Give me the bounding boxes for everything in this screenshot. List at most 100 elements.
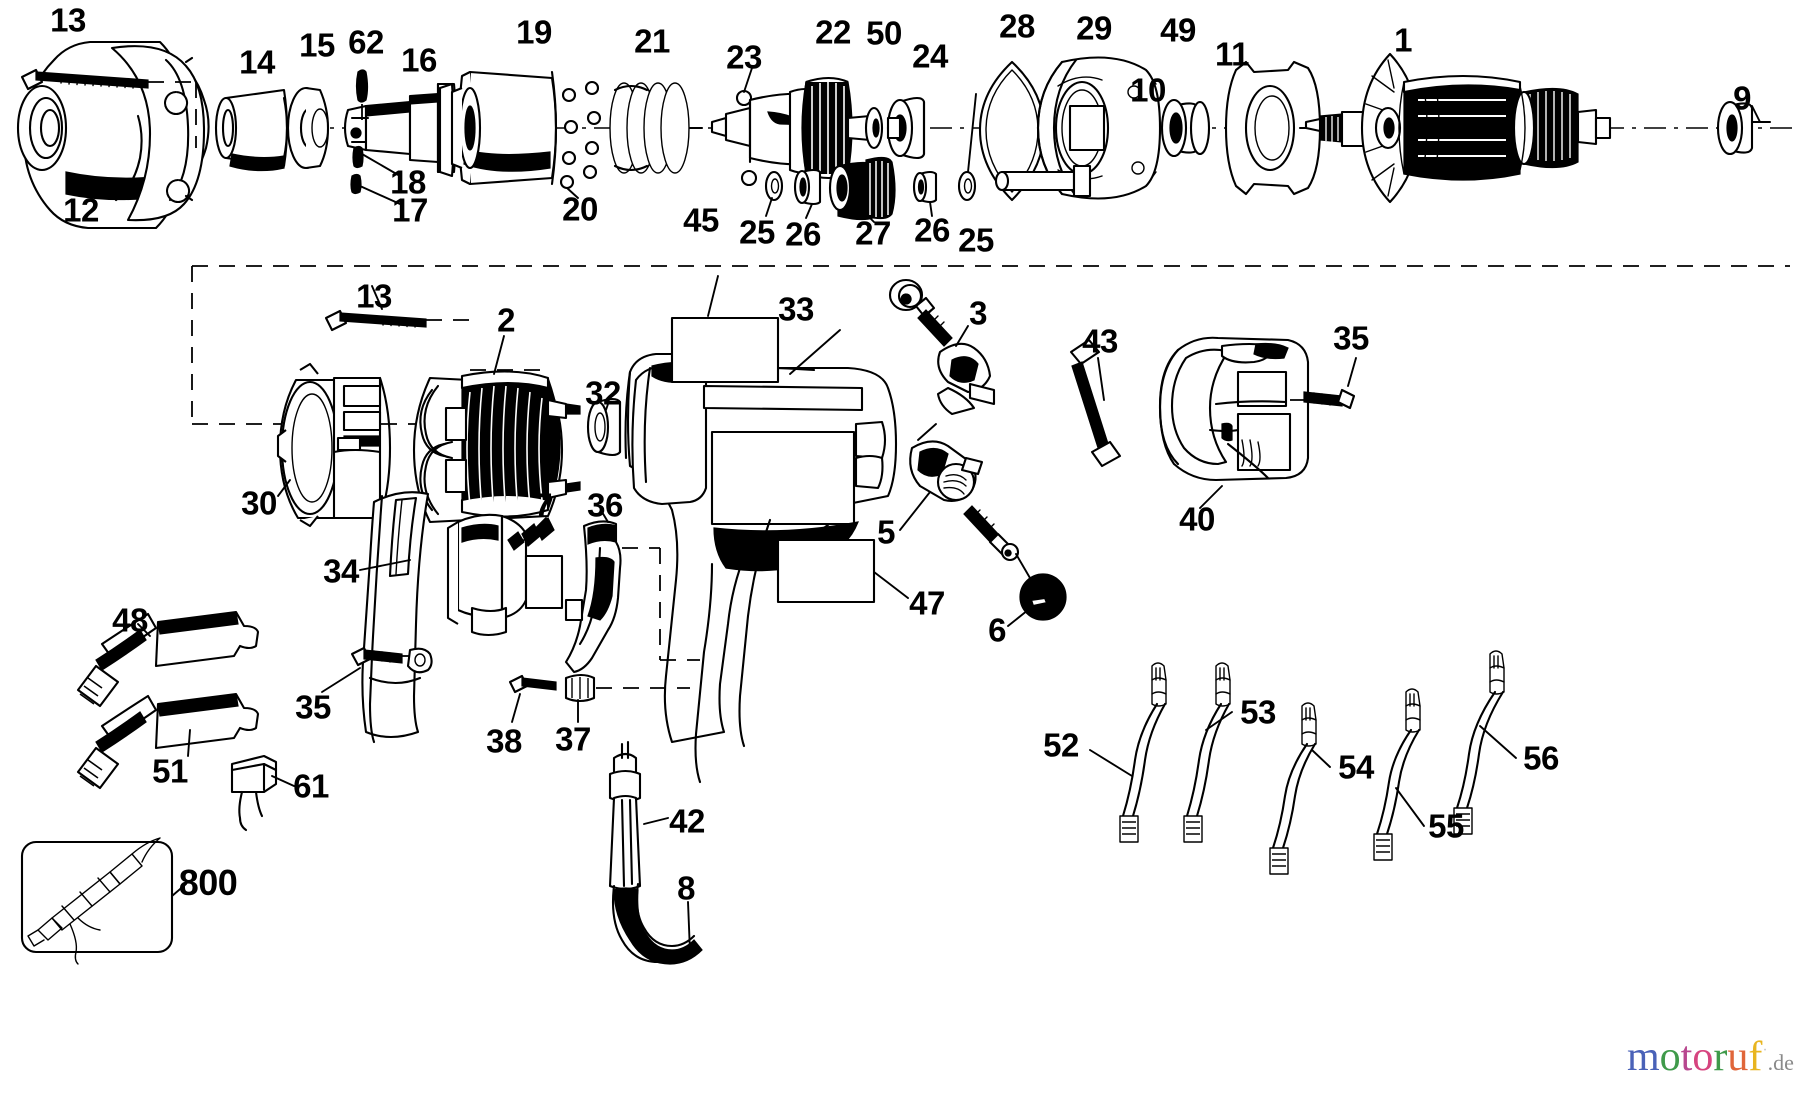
callout-29: 29 <box>1076 9 1112 47</box>
part-48-brush-lead <box>76 610 260 708</box>
part-1-armature <box>1298 52 1612 204</box>
watermark-letter: f <box>1748 1034 1763 1080</box>
watermark-dot-accent: · <box>1762 1042 1768 1059</box>
part-33-main-housing <box>624 329 898 784</box>
watermark-letter: u <box>1727 1034 1749 1080</box>
part-14-sleeve <box>214 88 289 172</box>
callout-32: 32 <box>585 374 621 412</box>
part-42-cord <box>608 740 703 965</box>
callout-13b: 13 <box>356 277 392 315</box>
callout-48: 48 <box>112 601 148 639</box>
callout-17: 17 <box>392 191 428 229</box>
callout-6: 6 <box>988 611 1006 649</box>
callout-35a: 35 <box>295 688 331 726</box>
part-2-field-stator <box>412 335 581 524</box>
part-12-gear-case <box>16 40 210 230</box>
part-25-washer-a <box>764 170 784 217</box>
callout-22: 22 <box>815 13 851 51</box>
callout-5: 5 <box>877 513 895 551</box>
callout-18: 18 <box>390 163 426 201</box>
part-26-bushing-a <box>793 168 822 219</box>
part-24-bearing <box>886 96 926 160</box>
callout-42: 42 <box>669 802 705 840</box>
part-54-lead <box>1269 702 1331 875</box>
part-53-lead <box>1183 662 1233 843</box>
callout-2: 2 <box>497 301 515 339</box>
callout-15: 15 <box>299 26 335 64</box>
part-15-washer <box>286 86 330 170</box>
callout-26a: 26 <box>785 215 821 253</box>
callout-11: 11 <box>1215 35 1249 73</box>
watermark-letter: o <box>1659 1034 1681 1080</box>
callout-45: 45 <box>683 201 719 239</box>
part-45-nameplate <box>670 275 780 384</box>
callout-21: 21 <box>634 22 670 60</box>
watermark-letter: t <box>1680 1034 1693 1080</box>
callout-3: 3 <box>969 294 987 332</box>
callout-36: 36 <box>587 486 623 524</box>
callout-35c: 35 <box>1333 319 1369 357</box>
part-35a-screw <box>321 646 410 693</box>
callout-47: 47 <box>909 584 945 622</box>
callout-34: 34 <box>323 552 359 590</box>
callout-54: 54 <box>1338 748 1374 786</box>
callout-61: 61 <box>293 767 329 805</box>
part-11-baffle <box>1224 60 1322 196</box>
callout-25b: 25 <box>958 221 994 259</box>
callout-19: 19 <box>516 13 552 51</box>
part-34-handle <box>359 491 433 744</box>
part-13b-screw <box>324 285 474 332</box>
part-25-washer-b <box>957 93 977 202</box>
part-61-brush <box>230 754 295 832</box>
part-30-end-cap <box>276 362 392 528</box>
callout-1: 1 <box>1394 21 1412 59</box>
watermark-suffix: .de <box>1767 1050 1794 1075</box>
callout-50: 50 <box>866 14 902 52</box>
callout-8: 8 <box>677 869 695 907</box>
part-29-gear-case-housing <box>994 56 1162 200</box>
motoruf-watermark-logo: motoruf·.de <box>1627 1036 1794 1078</box>
watermark-letter: o <box>1692 1034 1714 1080</box>
part-52-lead <box>1089 662 1167 843</box>
part-36-trigger <box>564 511 700 674</box>
callout-9: 9 <box>1733 79 1751 117</box>
part-27-gear-assembly <box>828 156 896 223</box>
part-43-jumper-wire <box>1069 338 1122 468</box>
part-38-screw <box>508 674 557 723</box>
part-56-lead <box>1453 650 1517 835</box>
part-21-spring <box>609 82 704 174</box>
part-51-brush-lead <box>76 692 260 790</box>
watermark-letter: r <box>1713 1034 1728 1080</box>
callout-38: 38 <box>486 722 522 760</box>
callout-62: 62 <box>348 23 384 61</box>
callout-24: 24 <box>912 37 948 75</box>
part-6-knob <box>1007 553 1067 627</box>
callout-40: 40 <box>1179 500 1215 538</box>
callout-27: 27 <box>855 214 891 252</box>
callout-55: 55 <box>1428 807 1464 845</box>
callout-7: 7 <box>534 486 552 524</box>
callout-10: 10 <box>1130 71 1166 109</box>
part-7-switch <box>446 513 564 637</box>
inset-tool-drawing <box>27 837 161 965</box>
callout-12: 12 <box>63 191 99 229</box>
part-3-cord-clamp <box>888 278 996 416</box>
callout-23: 23 <box>726 38 762 76</box>
part-800-inset <box>20 837 187 965</box>
part-22-hammer-spindle <box>710 76 872 180</box>
part-10-bearing <box>1160 98 1211 158</box>
callout-16: 16 <box>401 41 437 79</box>
callout-52: 52 <box>1043 726 1079 764</box>
part-50-washer <box>864 106 884 150</box>
part-47-label <box>776 538 909 604</box>
callout-800: 800 <box>178 862 238 903</box>
callout-20: 20 <box>562 190 598 228</box>
callout-43: 43 <box>1082 322 1118 360</box>
part-13-screw <box>20 68 197 148</box>
callout-28: 28 <box>999 7 1035 45</box>
callout-30: 30 <box>241 484 277 522</box>
part-37-clamp <box>564 673 690 723</box>
part-20-steel-balls <box>559 80 602 199</box>
part-23-ball <box>735 67 758 187</box>
